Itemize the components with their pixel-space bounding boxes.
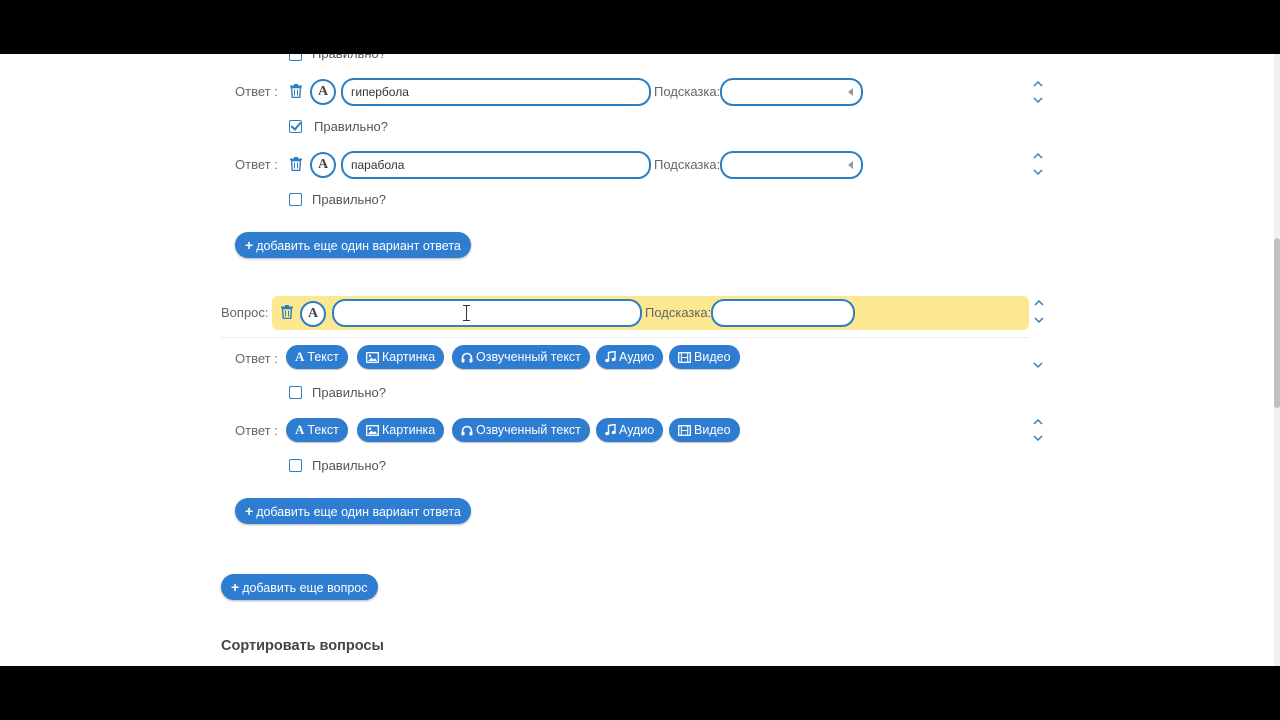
hint-input[interactable] <box>720 151 863 179</box>
add-answer-button[interactable]: +добавить еще один вариант ответа <box>235 232 471 258</box>
move-up-icon[interactable] <box>1033 80 1043 88</box>
text-icon: A <box>295 349 305 364</box>
hint-label: Подсказка: <box>654 157 721 172</box>
headphones-icon <box>461 425 473 436</box>
trash-icon[interactable] <box>290 84 302 98</box>
correct-checkbox[interactable] <box>289 54 302 61</box>
hint-label: Подсказка: <box>645 305 712 320</box>
speaker-icon <box>848 88 853 96</box>
answer-input[interactable]: парабола <box>341 151 651 179</box>
text-format-button[interactable]: A <box>310 152 336 178</box>
question-input[interactable] <box>332 299 642 327</box>
text-icon: A <box>295 422 305 437</box>
image-icon <box>366 352 379 363</box>
move-up-icon[interactable] <box>1033 418 1043 426</box>
scrollbar-thumb[interactable] <box>1274 238 1280 408</box>
audio-type-button[interactable]: Аудио <box>596 418 664 442</box>
move-down-icon[interactable] <box>1033 361 1043 369</box>
hint-input[interactable] <box>720 78 863 106</box>
move-down-icon[interactable] <box>1034 316 1044 324</box>
move-up-icon[interactable] <box>1034 299 1044 307</box>
correct-label: Правильно? <box>312 385 386 400</box>
answer-label: Ответ : <box>235 84 278 99</box>
correct-label: Правильно? <box>314 119 388 134</box>
headphones-icon <box>461 352 473 363</box>
correct-checkbox[interactable] <box>289 386 302 399</box>
music-icon <box>605 423 616 436</box>
correct-label: Правильно? <box>312 458 386 473</box>
answer-label: Ответ : <box>235 351 278 366</box>
trash-icon[interactable] <box>290 157 302 171</box>
move-down-icon[interactable] <box>1033 434 1043 442</box>
audio-type-button[interactable]: Аудио <box>596 345 664 369</box>
scrollbar[interactable] <box>1274 54 1280 666</box>
film-icon <box>678 425 691 436</box>
hint-label: Подсказка: <box>654 84 721 99</box>
correct-label: Правильно? <box>312 54 386 61</box>
text-cursor-icon <box>463 305 470 321</box>
trash-icon[interactable] <box>281 305 293 319</box>
editor-page: Правильно? Ответ : A гипербола Подсказка… <box>0 54 1280 666</box>
question-label: Вопрос: <box>221 305 269 320</box>
correct-checkbox[interactable] <box>289 459 302 472</box>
add-question-button[interactable]: +добавить еще вопрос <box>221 574 378 600</box>
sort-questions-title: Сортировать вопросы <box>221 638 384 654</box>
correct-checkbox[interactable] <box>289 120 302 133</box>
answer-label: Ответ : <box>235 157 278 172</box>
correct-label: Правильно? <box>312 192 386 207</box>
answer-input[interactable]: гипербола <box>341 78 651 106</box>
video-type-button[interactable]: Видео <box>669 418 740 442</box>
voiced-text-type-button[interactable]: Озвученный текст <box>452 345 590 369</box>
voiced-text-type-button[interactable]: Озвученный текст <box>452 418 590 442</box>
film-icon <box>678 352 691 363</box>
move-down-icon[interactable] <box>1033 96 1043 104</box>
hint-input[interactable] <box>711 299 855 327</box>
speaker-icon <box>848 161 853 169</box>
correct-checkbox[interactable] <box>289 193 302 206</box>
add-answer-button[interactable]: +добавить еще один вариант ответа <box>235 498 471 524</box>
text-format-button[interactable]: A <box>310 79 336 105</box>
image-icon <box>366 425 379 436</box>
move-up-icon[interactable] <box>1033 152 1043 160</box>
add-answer-label: добавить еще один вариант ответа <box>256 239 461 253</box>
image-type-button[interactable]: Картинка <box>357 345 445 369</box>
image-type-button[interactable]: Картинка <box>357 418 445 442</box>
add-answer-label: добавить еще один вариант ответа <box>256 505 461 519</box>
video-type-button[interactable]: Видео <box>669 345 740 369</box>
answer-label: Ответ : <box>235 423 278 438</box>
divider <box>221 337 1029 338</box>
text-format-button[interactable]: A <box>300 301 326 327</box>
music-icon <box>605 350 616 363</box>
move-down-icon[interactable] <box>1033 168 1043 176</box>
add-question-label: добавить еще вопрос <box>242 581 368 595</box>
